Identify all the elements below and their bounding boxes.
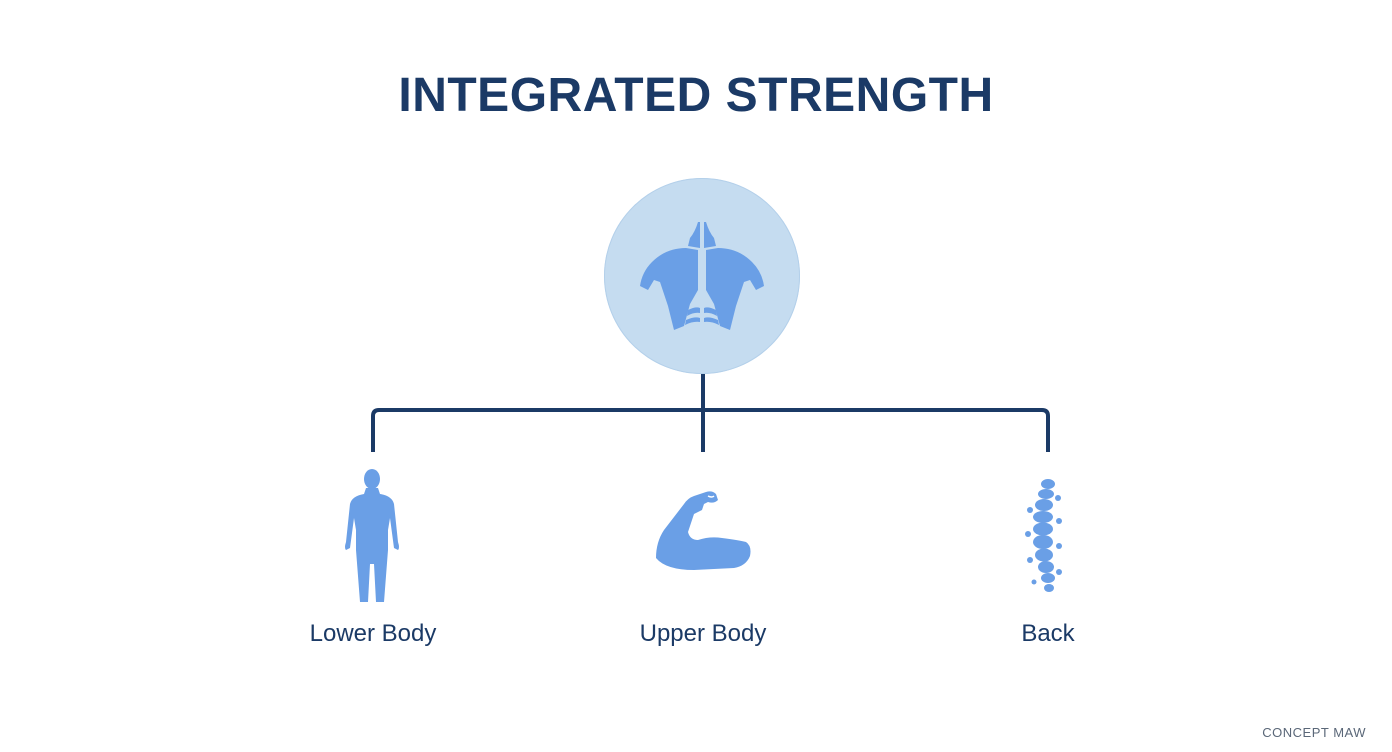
diagram-title: INTEGRATED STRENGTH: [398, 69, 994, 122]
torso-muscles-icon: [640, 222, 764, 330]
branch-label-back: Back: [1021, 620, 1075, 647]
branch-label-upper-body: Upper Body: [639, 620, 767, 647]
watermark: CONCEPT MAW: [1262, 725, 1366, 740]
flexed-arm-icon: [656, 491, 751, 570]
human-figure-icon: [345, 469, 399, 602]
branch-bar-connector: [371, 408, 1050, 452]
branch-label-lower-body: Lower Body: [309, 620, 437, 647]
spine-icon: [1025, 479, 1062, 592]
center-node: [604, 178, 800, 374]
